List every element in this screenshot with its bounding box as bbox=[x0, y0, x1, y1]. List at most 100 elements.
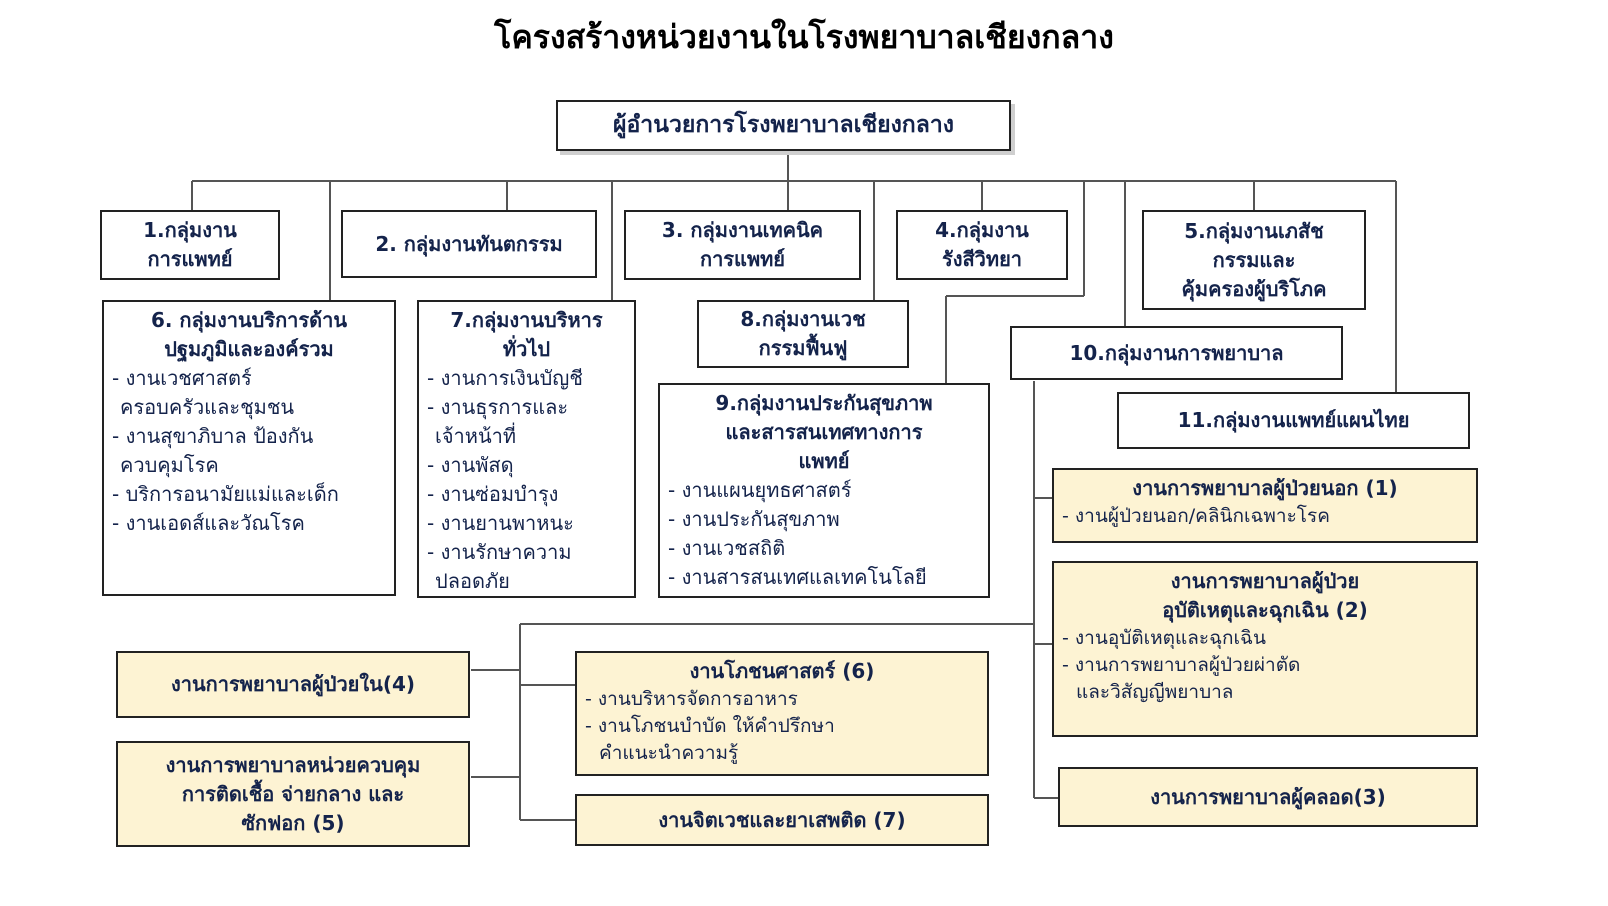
g3-box: 3. กลุ่มงานเทคนิคการแพทย์ bbox=[624, 210, 861, 280]
g4-title-line: รังสีวิทยา bbox=[941, 247, 1023, 271]
g10-content: 10.กลุ่มงานการพยาบาล bbox=[1069, 339, 1283, 368]
g7-items: - งานการเงินบัญชี - งานธุรการและเจ้าหน้าท… bbox=[427, 364, 626, 596]
list-item: ครอบครัวและชุมชน bbox=[120, 395, 295, 419]
g10-title: 10.กลุ่มงานการพยาบาล bbox=[1069, 339, 1283, 368]
list-item: - งานอุบัติเหตุและฉุกเฉิน bbox=[1062, 627, 1266, 649]
g6-title-line: 6. กลุ่มงานบริการด้าน bbox=[150, 308, 348, 332]
n4-box: งานการพยาบาลผู้ป่วยใน(4) bbox=[116, 651, 470, 718]
page-title: โครงสร้างหน่วยงานในโรงพยาบาลเชียงกลาง bbox=[494, 18, 1114, 56]
g4-title-line: 4.กลุ่มงาน bbox=[935, 218, 1029, 242]
g4-title: 4.กลุ่มงานรังสีวิทยา bbox=[935, 216, 1029, 274]
list-item: - งานสุขาภิบาล ป้องกัน bbox=[112, 424, 314, 448]
list-item: คำแนะนำความรู้ bbox=[599, 742, 739, 764]
g8-title-line: 8.กลุ่มงานเวช bbox=[740, 307, 866, 331]
g9-items: - งานแผนยุทธศาสตร์- งานประกันสุขภาพ- งาน… bbox=[668, 476, 980, 592]
n2-title-line: อุบัติเหตุและฉุกเฉิน (2) bbox=[1162, 598, 1368, 622]
g4-box: 4.กลุ่มงานรังสีวิทยา bbox=[896, 210, 1068, 280]
g11-title-line: 11.กลุ่มงานแพทย์แผนไทย bbox=[1177, 408, 1410, 432]
g3-title-line: 3. กลุ่มงานเทคนิค bbox=[661, 218, 824, 242]
n4-title-line: งานการพยาบาลผู้ป่วยใน(4) bbox=[170, 672, 416, 696]
director-box: ผู้อำนวยการโรงพยาบาลเชียงกลาง bbox=[556, 100, 1011, 151]
n5-content: งานการพยาบาลหน่วยควบคุมการติดเชื้อ จ่ายก… bbox=[166, 751, 421, 838]
list-item: ควบคุมโรค bbox=[120, 453, 219, 477]
g6-items: - งานเวชศาสตร์ครอบครัวและชุมชน - งานสุขาภ… bbox=[112, 364, 386, 538]
g5-box: 5.กลุ่มงานเภสัชกรรมและคุ้มครองผู้บริโภค bbox=[1142, 210, 1366, 310]
g9-box: 9.กลุ่มงานประกันสุขภาพและสารสนเทศทางการแ… bbox=[658, 383, 990, 598]
g8-title-line: กรรมฟื้นฟู bbox=[758, 336, 848, 360]
g1-title-line: การแพทย์ bbox=[147, 247, 233, 271]
n1-box: งานการพยาบาลผู้ป่วยนอก (1) - งานผู้ป่วยนอ… bbox=[1052, 468, 1478, 543]
g4-content: 4.กลุ่มงานรังสีวิทยา bbox=[935, 216, 1029, 274]
n5-box: งานการพยาบาลหน่วยควบคุมการติดเชื้อ จ่ายก… bbox=[116, 741, 470, 847]
g9-title-line: แพทย์ bbox=[798, 449, 850, 473]
list-item: เจ้าหน้าที่ bbox=[435, 424, 517, 448]
n7-content: งานจิตเวชและยาเสพติด (7) bbox=[658, 806, 905, 835]
n5-title: งานการพยาบาลหน่วยควบคุมการติดเชื้อ จ่ายก… bbox=[166, 751, 421, 838]
g7-title-line: 7.กลุ่มงานบริหาร bbox=[450, 308, 603, 332]
n3-title: งานการพยาบาลผู้คลอด(3) bbox=[1150, 783, 1386, 812]
n3-title-line: งานการพยาบาลผู้คลอด(3) bbox=[1150, 784, 1386, 809]
list-item: - งานธุรการและ bbox=[427, 395, 569, 419]
n6-items: - งานบริหารจัดการอาหาร- งานโภชนบำบัด ให้… bbox=[585, 686, 979, 767]
g9-title-line: และสารสนเทศทางการ bbox=[725, 420, 923, 444]
n7-title: งานจิตเวชและยาเสพติด (7) bbox=[658, 806, 905, 835]
g3-content: 3. กลุ่มงานเทคนิคการแพทย์ bbox=[662, 216, 823, 274]
g3-title: 3. กลุ่มงานเทคนิคการแพทย์ bbox=[662, 216, 823, 274]
g8-title: 8.กลุ่มงานเวชกรรมฟื้นฟู bbox=[740, 305, 865, 363]
list-item: - งานประกันสุขภาพ bbox=[668, 507, 840, 531]
g7-title-line: ทั่วไป bbox=[502, 337, 551, 361]
n4-title: งานการพยาบาลผู้ป่วยใน(4) bbox=[171, 670, 415, 699]
n5-title-line: งานการพยาบาลหน่วยควบคุม bbox=[165, 752, 421, 777]
g9-title: 9.กลุ่มงานประกันสุขภาพและสารสนเทศทางการแ… bbox=[668, 389, 980, 476]
n1-items: - งานผู้ป่วยนอก/คลินิกเฉพาะโรค bbox=[1062, 503, 1468, 530]
g6-content: 6. กลุ่มงานบริการด้านปฐมภูมิและองค์รวม- … bbox=[112, 306, 386, 538]
g9-content: 9.กลุ่มงานประกันสุขภาพและสารสนเทศทางการแ… bbox=[668, 389, 980, 592]
list-item: - งานพัสดุ bbox=[427, 453, 514, 477]
n6-title-line: งานโภชนศาสตร์ (6) bbox=[689, 659, 875, 683]
n6-content: งานโภชนศาสตร์ (6) - งานบริหารจัดการอาหาร-… bbox=[585, 657, 979, 767]
list-item: - งานรักษาความ bbox=[427, 540, 572, 564]
list-item: - งานการเงินบัญชี bbox=[427, 366, 583, 390]
list-item: - งานผู้ป่วยนอก/คลินิกเฉพาะโรค bbox=[1062, 505, 1330, 527]
g1-box: 1.กลุ่มงานการแพทย์ bbox=[100, 210, 280, 280]
g6-title: 6. กลุ่มงานบริการด้านปฐมภูมิและองค์รวม bbox=[112, 306, 386, 364]
n3-content: งานการพยาบาลผู้คลอด(3) bbox=[1150, 783, 1386, 812]
n4-content: งานการพยาบาลผู้ป่วยใน(4) bbox=[171, 670, 415, 699]
list-item: - งานเวชศาสตร์ bbox=[112, 366, 252, 390]
g1-title-line: 1.กลุ่มงาน bbox=[143, 218, 237, 242]
g8-box: 8.กลุ่มงานเวชกรรมฟื้นฟู bbox=[697, 300, 909, 368]
n1-title: งานการพยาบาลผู้ป่วยนอก (1) bbox=[1062, 474, 1468, 503]
g2-box: 2. กลุ่มงานทันตกรรม bbox=[341, 210, 597, 278]
n5-title-line: ซักฟอก (5) bbox=[241, 810, 345, 835]
list-item: และวิสัญญีพยาบาล bbox=[1076, 681, 1234, 703]
n7-title-line: งานจิตเวชและยาเสพติด (7) bbox=[658, 807, 906, 832]
g2-title: 2. กลุ่มงานทันตกรรม bbox=[375, 230, 562, 259]
g6-title-line: ปฐมภูมิและองค์รวม bbox=[164, 337, 334, 361]
g2-title-line: 2. กลุ่มงานทันตกรรม bbox=[375, 231, 563, 256]
g10-title-line: 10.กลุ่มงานการพยาบาล bbox=[1069, 340, 1284, 365]
n2-title-line: งานการพยาบาลผู้ป่วย bbox=[1170, 569, 1360, 593]
n2-items: - งานอุบัติเหตุและฉุกเฉิน - งานการพยาบาลผ… bbox=[1062, 625, 1468, 706]
list-item: - งานบริหารจัดการอาหาร bbox=[585, 688, 798, 710]
g11-box: 11.กลุ่มงานแพทย์แผนไทย bbox=[1117, 392, 1470, 449]
list-item: - งานการพยาบาลผู้ป่วยผ่าตัด bbox=[1062, 654, 1301, 676]
g2-content: 2. กลุ่มงานทันตกรรม bbox=[375, 230, 562, 259]
g11-title: 11.กลุ่มงานแพทย์แผนไทย bbox=[1178, 406, 1410, 435]
n3-box: งานการพยาบาลผู้คลอด(3) bbox=[1058, 767, 1478, 827]
list-item: - งานยานพาหนะ bbox=[427, 511, 574, 535]
n1-title-line: งานการพยาบาลผู้ป่วยนอก (1) bbox=[1132, 476, 1398, 500]
list-item: - งานซ่อมบำรุง bbox=[427, 482, 559, 506]
list-item: - บริการอนามัยแม่และเด็ก bbox=[112, 482, 339, 506]
g10-box: 10.กลุ่มงานการพยาบาล bbox=[1010, 326, 1343, 380]
g9-title-line: 9.กลุ่มงานประกันสุขภาพ bbox=[715, 391, 933, 415]
list-item: - งานเอดส์และวัณโรค bbox=[112, 511, 305, 535]
g11-content: 11.กลุ่มงานแพทย์แผนไทย bbox=[1178, 406, 1410, 435]
list-item: ปลอดภัย bbox=[435, 569, 510, 593]
g7-content: 7.กลุ่มงานบริหารทั่วไป- งานการเงินบัญชี-… bbox=[427, 306, 626, 596]
g3-title-line: การแพทย์ bbox=[699, 247, 786, 271]
g8-content: 8.กลุ่มงานเวชกรรมฟื้นฟู bbox=[740, 305, 865, 363]
g5-title: 5.กลุ่มงานเภสัชกรรมและคุ้มครองผู้บริโภค bbox=[1182, 217, 1327, 304]
g1-content: 1.กลุ่มงานการแพทย์ bbox=[143, 216, 237, 274]
g5-title-line: กรรมและ bbox=[1212, 247, 1296, 272]
